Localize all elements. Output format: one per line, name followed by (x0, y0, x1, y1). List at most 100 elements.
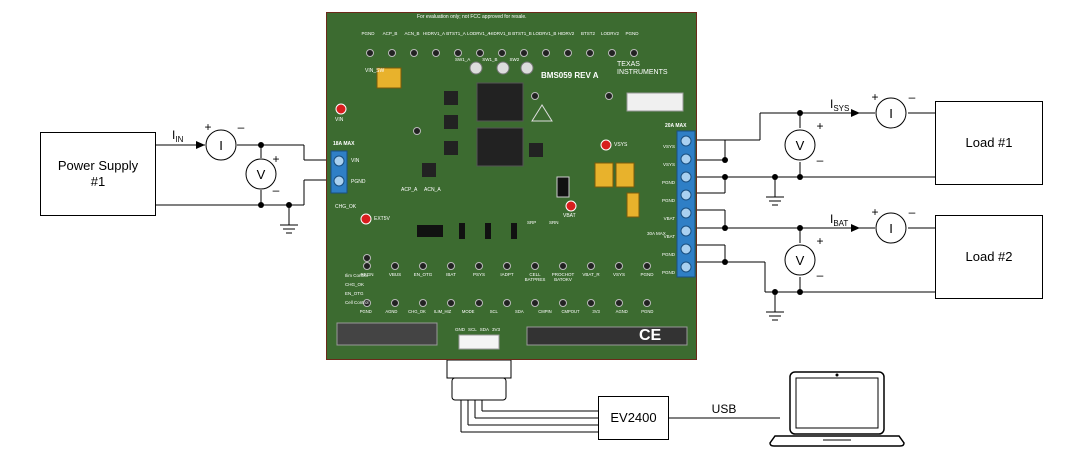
tp-label: EN_OTG (413, 272, 433, 277)
voltmeter-sys (784, 129, 816, 161)
vin-sw-label: VIN_SW (365, 68, 385, 74)
tp-label: LODRV2 (601, 31, 619, 36)
tp-label: SDA (515, 309, 524, 314)
load2-label: Load #2 (965, 249, 1013, 264)
srp-label: SRP (527, 220, 537, 225)
ammeter-sys-label: I (889, 106, 893, 121)
tp-label: CMPIN (538, 309, 552, 314)
tp-label: REGN (360, 272, 374, 277)
capacitor (594, 162, 614, 188)
hdr-label: CHG_OK (345, 282, 365, 287)
tp-label: CELL BATPRES (524, 272, 546, 282)
output-terminal-block (676, 130, 696, 278)
i2c-label: SDA (479, 327, 490, 332)
left-header-labels: Ilim Control CHG_OK EN_OTG Cell Control (345, 271, 369, 307)
jumper-header (485, 223, 491, 239)
current-label-sys: ISYS (830, 97, 849, 113)
ti-logo-line2: INSTRUMENTS (617, 69, 668, 76)
laptop-icon (769, 371, 905, 447)
junction-dot (722, 174, 728, 180)
srn-label: SRN (549, 220, 559, 225)
ic-chip (444, 91, 458, 105)
hdr-label: EN_OTG (345, 291, 364, 296)
i2c-header (458, 334, 500, 350)
current-sub: IN (175, 135, 183, 144)
load1-box: Load #1 (935, 101, 1043, 185)
junction-dot (797, 110, 803, 116)
board-name: BMS059 REV A (541, 71, 599, 80)
i2c-plug-housing (446, 359, 512, 379)
tp-label: 3V3 (592, 309, 600, 314)
tp-label: IBAT (446, 272, 456, 277)
i2c-labels: GND SCL SDA 3V3 (455, 327, 500, 332)
jumper-header (511, 223, 517, 239)
vbat-led (565, 200, 577, 212)
junction-dot (797, 225, 803, 231)
i2c-plug-body (451, 377, 507, 401)
vsys-led (600, 139, 612, 151)
inductor-b (476, 127, 524, 167)
junction-dot (722, 157, 728, 163)
junction-dot (797, 289, 803, 295)
minus-sign: – (817, 268, 824, 282)
load2-box: Load #2 (935, 215, 1043, 299)
ev2400-label: EV2400 (610, 410, 657, 425)
acn-a-label: ACN_A (424, 187, 441, 193)
arrow-ibat (851, 224, 860, 232)
tp-label: ILIM_HIZ (433, 309, 452, 314)
voltmeter-in (245, 158, 277, 190)
tp-label: VBUS (388, 272, 402, 277)
tp-label: MODE (461, 309, 475, 314)
ic-chip (444, 141, 458, 155)
ammeter-bat (875, 212, 907, 244)
sw-labels: SW1_A SW1_B SW2 (455, 57, 519, 62)
junction-dot (797, 174, 803, 180)
vin-conn-label: VIN (351, 158, 360, 164)
tp-label: CHG_OK (408, 309, 426, 314)
ammeter-sys (875, 97, 907, 129)
mid-testpoints: REGN VBUS EN_OTG IBAT PSYS IADPT CELL BA… (353, 272, 661, 282)
tp-label: LODRV1_A (467, 31, 491, 36)
vin-max-label: 18A MAX (333, 141, 355, 147)
current-main: I (830, 212, 833, 226)
out-term-label: VSYS (662, 144, 675, 149)
junction-dot (772, 174, 778, 180)
junction-dot (772, 289, 778, 295)
tp-label: SCL (489, 309, 498, 314)
out-term-label: PGND (661, 180, 675, 185)
out-term-label: VSYS (662, 162, 675, 167)
current-sub: SYS (833, 104, 849, 113)
i2c-label: SCL (468, 327, 477, 332)
switch-node (520, 61, 534, 75)
plus-sign: + (871, 90, 878, 104)
warning-icon (531, 104, 553, 122)
acp-a-label: ACP_A (401, 187, 418, 193)
chg-ok-label: CHG_OK (335, 204, 357, 210)
out-term-label: VBAT (663, 216, 675, 221)
minus-sign: – (238, 120, 245, 134)
current-main: I (830, 97, 833, 111)
bat-max-label: 30A MAX (647, 231, 666, 236)
ic-chip (529, 143, 543, 157)
ext5v-led (360, 213, 372, 225)
tp-label: PGND (359, 309, 372, 314)
plus-sign: + (816, 119, 823, 133)
sw-label: SW1_A (455, 57, 471, 62)
tp-label: PGND (640, 272, 654, 277)
tp-label: HIDRV2 (557, 31, 575, 36)
bottom-testpoints: PGND AGND CHG_OK ILIM_HIZ MODE SCL SDA C… (353, 309, 661, 314)
evm-board-art (330, 49, 696, 350)
current-main: I (172, 128, 175, 142)
tp-label: CMPOUT (561, 309, 580, 314)
tp-label: HIDRV1_B (489, 31, 511, 36)
pgnd-conn-label: PGND (351, 179, 366, 185)
power-supply-box: Power Supply #1 (40, 132, 156, 216)
plus-sign: + (204, 120, 211, 134)
ammeter-in-label: I (219, 138, 223, 153)
vin-led-label: VIN (335, 117, 344, 123)
minus-sign: – (909, 90, 916, 104)
voltmeter-bat (784, 244, 816, 276)
tp-label: PGND (361, 31, 375, 36)
label-area (626, 92, 684, 112)
